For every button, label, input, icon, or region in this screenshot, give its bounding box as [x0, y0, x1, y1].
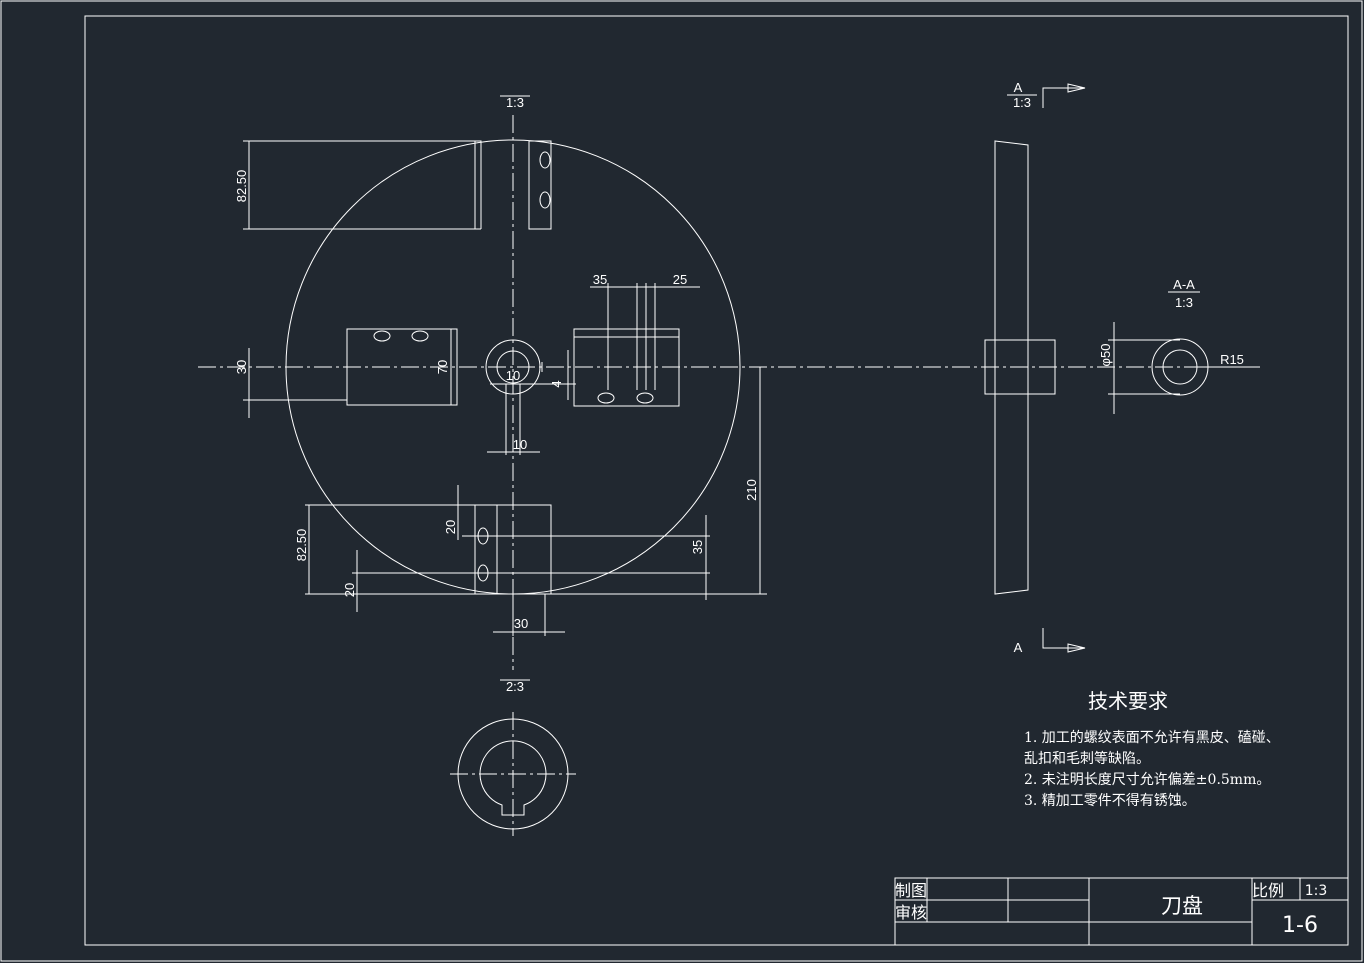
left-blade	[346, 328, 458, 406]
bolt-hole	[539, 151, 551, 169]
dim-shaft-diameter: φ50	[1098, 344, 1113, 367]
section-marker-bottom: A	[1014, 640, 1023, 655]
drawing-number: 1-6	[1282, 913, 1318, 938]
dim-bottom-height: 82.50	[294, 529, 309, 562]
part-name: 刀盘	[1161, 894, 1203, 918]
side-view: A 1:3 A	[984, 80, 1086, 655]
hub-outer	[485, 339, 541, 395]
section-view: A-A 1:3 φ50 R15	[1098, 277, 1260, 414]
technical-requirements: 技术要求 1. 加工的螺纹表面不允许有黑皮、磕碰、 乱扣和毛刺等缺陷。 2. 未…	[1024, 689, 1280, 809]
dim-slot-right: 25	[673, 272, 687, 287]
bolt-hole	[597, 392, 615, 404]
drawing-frame	[84, 15, 1349, 946]
bolt-hole	[411, 330, 429, 342]
dim-fillet-radius: R15	[1220, 352, 1244, 367]
bolt-hole	[636, 392, 654, 404]
requirement-line: 乱扣和毛刺等缺陷。	[1024, 750, 1150, 767]
title-block: 制图 审核 刀盘 比例 1:3 1-6	[894, 877, 1349, 946]
dim-left-height: 70	[435, 360, 450, 374]
right-blade	[573, 328, 680, 407]
scale-value: 1:3	[1305, 883, 1328, 899]
dim-radius-span: 210	[744, 479, 759, 501]
dim-hole-top: 20	[443, 520, 458, 534]
dim-hole-bottom: 20	[342, 583, 357, 597]
checked-by-label: 审核	[895, 903, 927, 922]
requirement-line: 2. 未注明长度尺寸允许偏差±0.5mm。	[1024, 772, 1270, 788]
requirement-line: 3. 精加工零件不得有锈蚀。	[1024, 792, 1196, 809]
top-blade-left	[245, 140, 482, 230]
section-scale: 1:3	[1175, 295, 1193, 310]
drawn-by-label: 制图	[895, 881, 927, 900]
dim-hub-bore: 10	[506, 368, 520, 383]
section-title: A-A	[1173, 277, 1195, 292]
bottom-blade-right	[496, 504, 552, 595]
top-view-scale: 1:3	[506, 95, 524, 110]
section-marker-top: A	[1014, 80, 1023, 95]
bolt-hole	[539, 191, 551, 209]
bottom-view-scale: 2:3	[506, 679, 524, 694]
dim-hole-spacing: 35	[690, 540, 705, 554]
scale-label: 比例	[1252, 881, 1284, 900]
hub-bore	[496, 350, 530, 384]
dim-left-width: 30	[234, 360, 249, 374]
top-blade-right	[528, 140, 552, 230]
hub-detail-view	[450, 712, 576, 836]
bottom-blade-left	[474, 504, 498, 595]
bolt-hole	[373, 330, 391, 342]
section-marker-scale: 1:3	[1013, 95, 1031, 110]
dim-key-width: 10	[513, 437, 527, 452]
dim-slot-left: 35	[593, 272, 607, 287]
dim-top-block-height: 82.50	[234, 170, 249, 203]
requirement-line: 1. 加工的螺纹表面不允许有黑皮、磕碰、	[1024, 730, 1280, 746]
front-view: 82.50 1:3 30 70 10 10 4 35 25 210 8	[198, 95, 1262, 694]
dim-key-depth: 4	[549, 380, 564, 387]
tech-requirements-title: 技术要求	[1088, 689, 1168, 713]
dim-bottom-width: 30	[514, 616, 528, 631]
